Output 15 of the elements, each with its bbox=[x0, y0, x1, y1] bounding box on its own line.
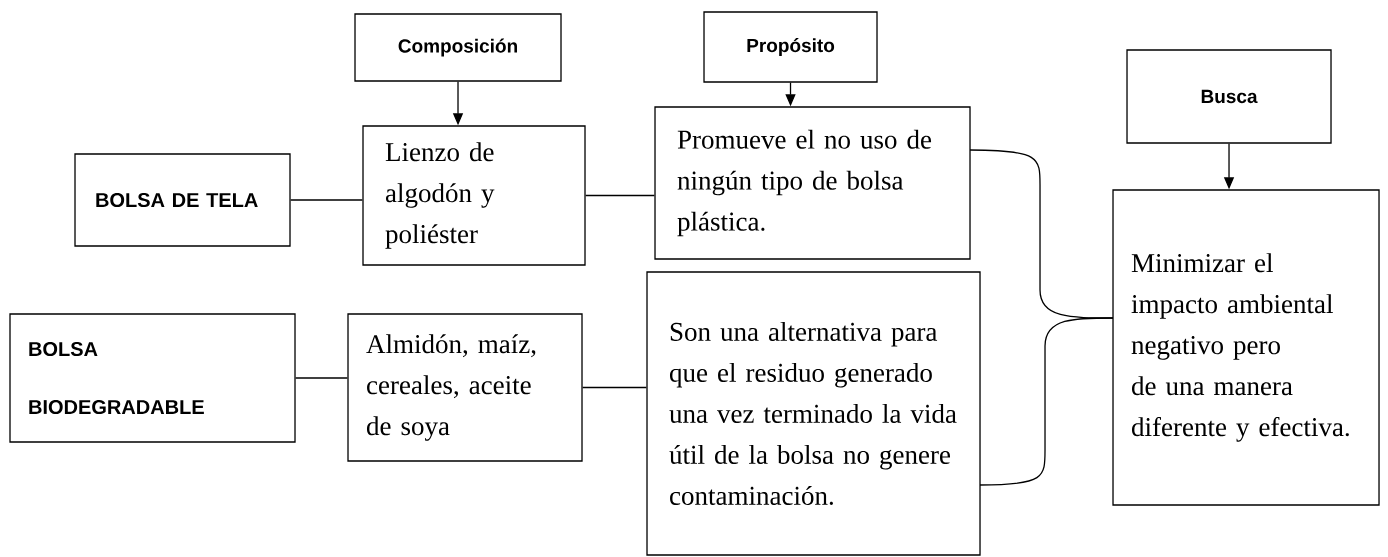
label-box: Busca bbox=[1126, 49, 1332, 144]
connector-line bbox=[295, 377, 348, 379]
connector-line bbox=[585, 194, 655, 197]
connector-line bbox=[290, 199, 363, 201]
connector-line bbox=[582, 386, 647, 389]
text-box: BOLSA BIODEGRADABLE bbox=[9, 313, 296, 443]
brace-connector bbox=[979, 317, 1114, 486]
text-box: Promueve el no uso de ningún tipo de bolsa plástica. bbox=[654, 106, 971, 260]
text-box: Almidón, maíz, cereales, aceite de soya bbox=[347, 313, 583, 462]
text-box: BOLSA DE TELA bbox=[74, 153, 291, 247]
text-box: Son una alternativa para que el residuo generado una vez terminado la vida útil de la bolsa no genere contaminación. bbox=[646, 271, 981, 556]
text-box: Lienzo de algodón y poliéster bbox=[362, 125, 586, 266]
text-box: Minimizar el impacto ambiental negativo pero de una manera diferente y efectiva. bbox=[1112, 189, 1380, 506]
label-box: Propósito bbox=[703, 11, 878, 83]
label-box: Composición bbox=[354, 13, 562, 82]
